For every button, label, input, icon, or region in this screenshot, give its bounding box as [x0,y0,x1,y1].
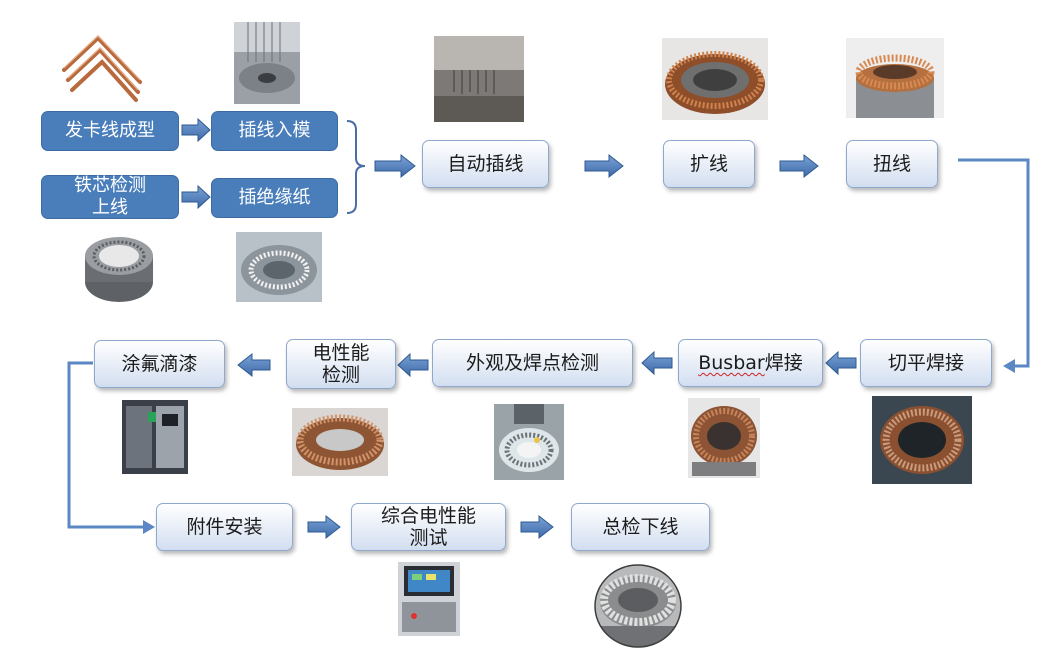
connector-paint-to-accessory [67,361,146,529]
step-cut-flat-weld-label: 切平焊接 [887,352,964,374]
step-expand: 扩线 [663,140,755,188]
connector-paint-to-accessory-head [143,520,155,534]
step-core-inspection-label: 铁芯检测 上线 [74,175,146,218]
step-electrical-test-label: 电性能 检测 [312,342,370,386]
arrow-to-paint [237,352,271,378]
auto-insert-machine-photo [434,36,524,122]
step-auto-insert-label: 自动插线 [447,153,524,175]
step-hairpin-forming-label: 发卡线成型 [65,120,155,141]
step-twist: 扭线 [846,140,938,188]
arrow-to-visual-inspection [641,350,673,376]
paint-machine-photo [122,400,188,474]
arrow-to-busbar-weld [825,350,857,376]
step-comprehensive-test-label: 综合电性能 测试 [380,505,476,549]
cut-weld-stator-photo [872,396,972,484]
step-auto-insert: 自动插线 [422,140,549,188]
test-station-photo [398,562,460,636]
arrow-to-comprehensive-test [307,514,341,540]
twisted-stator-photo [846,38,944,118]
stator-core-photo [82,234,156,306]
step-busbar-weld-label: Busbar焊接 [698,352,803,374]
step-insert-paper-label: 插绝缘纸 [238,187,311,208]
step-fluorine-paint-label: 涂氟滴漆 [121,353,198,375]
step-insert-mold: 插线入模 [211,111,338,151]
expanded-stator-photo [662,38,768,120]
step-hairpin-forming: 发卡线成型 [41,111,179,151]
busbar-word: Busbar [698,352,765,374]
step-visual-weld-inspection-label: 外观及焊点检测 [465,352,599,374]
step-visual-weld-inspection: 外观及焊点检测 [432,339,633,387]
electrical-test-photo [292,408,388,476]
weld-word: 焊接 [764,352,803,374]
arrow-to-expand [584,153,624,179]
merge-bracket [346,120,366,214]
arrow-to-twist [779,153,819,179]
busbar-stator-photo [688,398,760,478]
connector-twist-to-cut [958,158,1030,368]
insulation-paper-photo [236,232,322,302]
step-final-inspection: 总检下线 [571,503,710,551]
step-final-inspection-label: 总检下线 [602,516,679,538]
finished-stator-photo [594,564,682,648]
step-accessory-install-label: 附件安装 [186,516,263,538]
arrow-core-to-paper [181,184,211,210]
arrow-hairpin-to-mold [181,117,211,143]
step-insert-paper: 插绝缘纸 [211,178,338,218]
weld-inspection-photo [494,404,564,480]
step-fluorine-paint: 涂氟滴漆 [94,340,225,388]
step-expand-label: 扩线 [689,153,728,175]
arrow-to-auto-insert [374,153,416,179]
step-insert-mold-label: 插线入模 [238,120,311,141]
arrow-to-electrical-test [397,352,429,378]
step-comprehensive-test: 综合电性能 测试 [351,503,506,551]
insert-mold-photo [234,22,300,104]
step-core-inspection: 铁芯检测 上线 [41,175,179,219]
step-twist-label: 扭线 [872,153,911,175]
step-accessory-install: 附件安装 [156,503,293,551]
step-cut-flat-weld: 切平焊接 [860,339,992,387]
connector-twist-to-cut-head [1003,359,1015,373]
step-electrical-test: 电性能 检测 [286,339,396,389]
arrow-to-final-inspection [520,514,554,540]
hairpin-wire-photo [58,30,148,102]
step-busbar-weld: Busbar焊接 [678,339,823,387]
